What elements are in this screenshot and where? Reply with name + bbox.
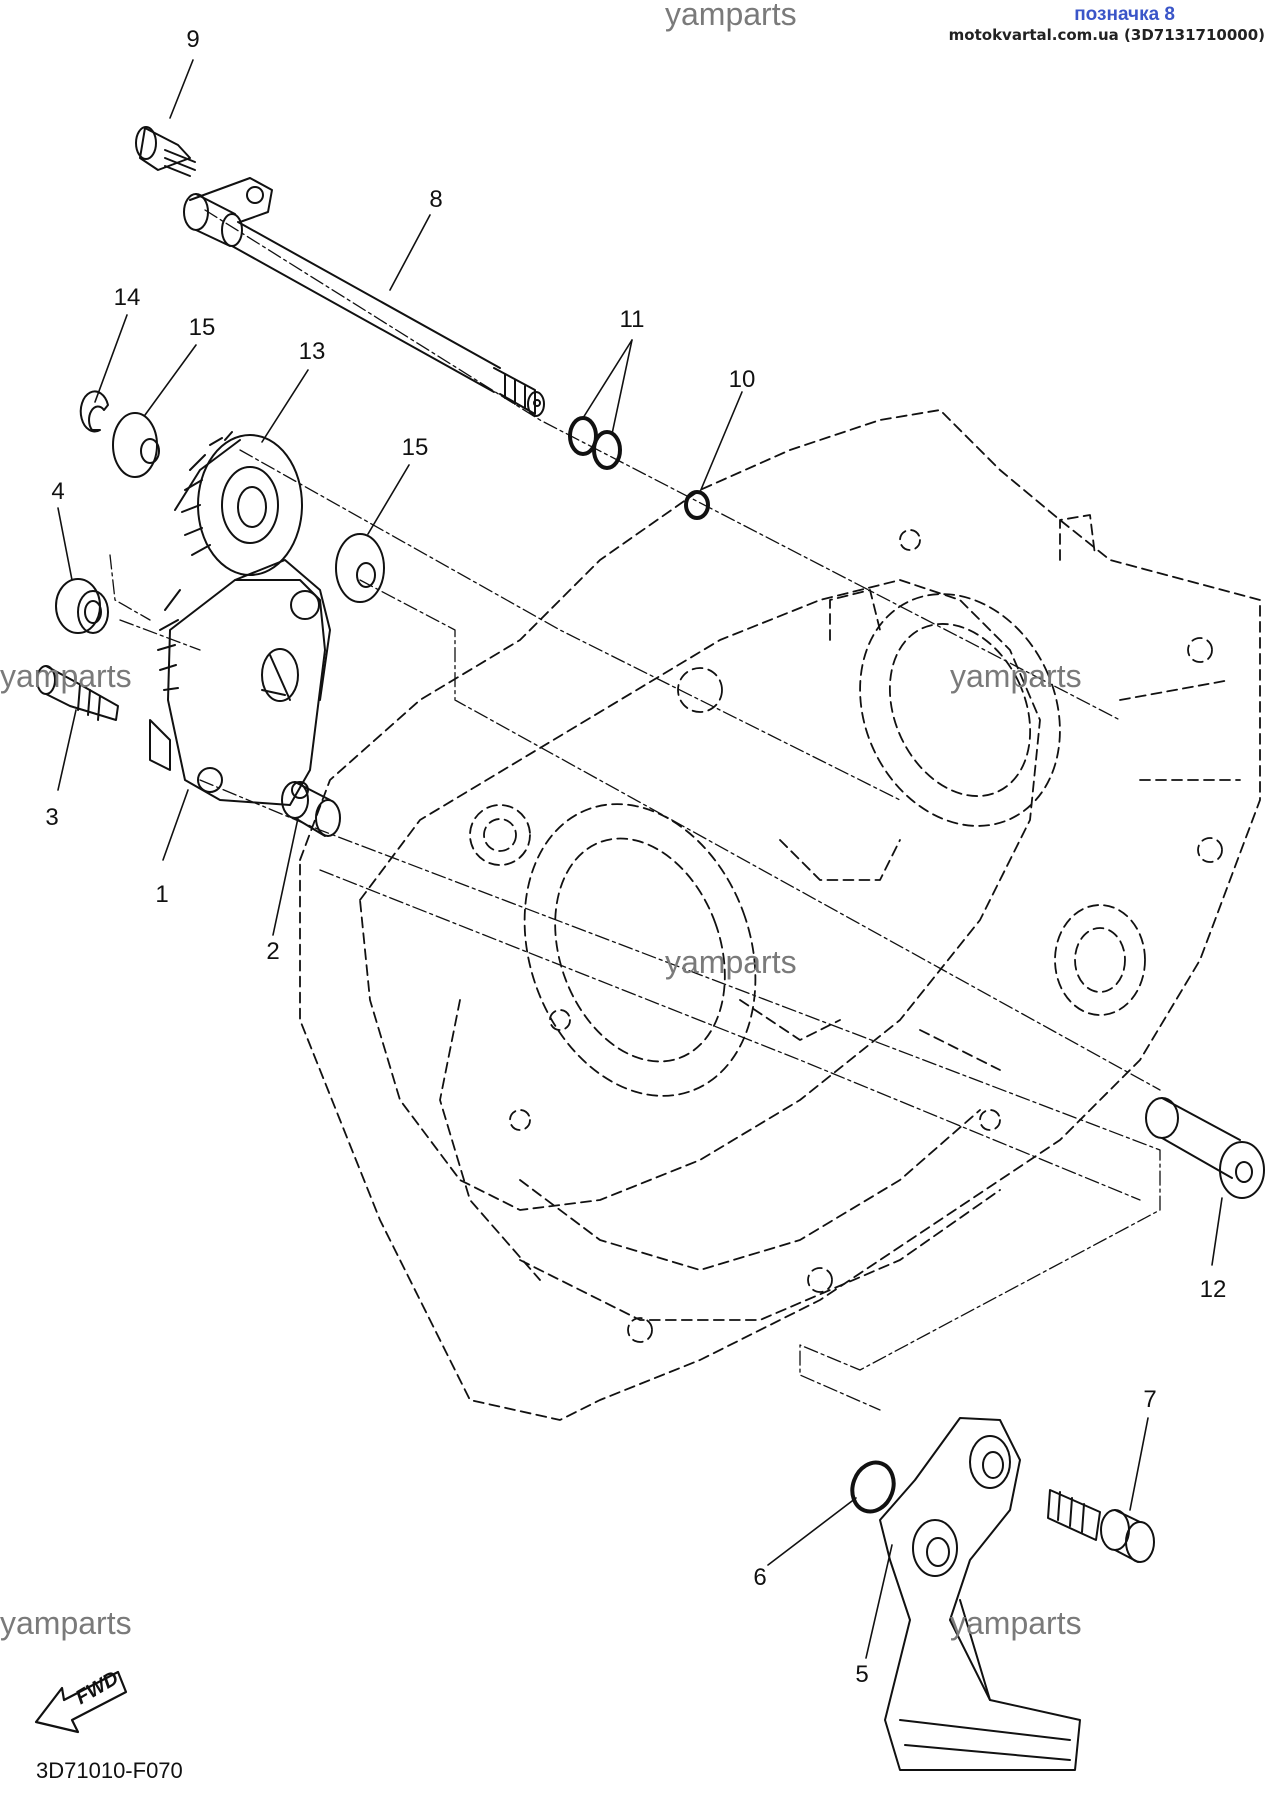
leader-lines bbox=[57, 59, 1223, 1659]
part-14-circlip bbox=[79, 390, 109, 433]
callout-11[interactable]: 11 bbox=[619, 306, 645, 333]
part-9-bolt bbox=[135, 126, 196, 177]
part-4-seal bbox=[55, 578, 109, 634]
fwd-arrow-icon bbox=[34, 1670, 128, 1734]
assembly-lines bbox=[109, 209, 1161, 1411]
part-2-dowel bbox=[281, 781, 341, 837]
callout-12[interactable]: 12 bbox=[1199, 1276, 1227, 1303]
watermark: yamparts bbox=[0, 658, 132, 694]
part-10-o-ring bbox=[684, 490, 710, 520]
diagram-code: 3D71010-F070 bbox=[36, 1758, 183, 1783]
part-8-oil-pipe bbox=[183, 177, 545, 417]
part-6-o-ring bbox=[850, 1460, 896, 1514]
part-11-o-rings bbox=[568, 416, 622, 470]
crankcase-outline bbox=[299, 409, 1261, 1421]
callout-2[interactable]: 2 bbox=[266, 938, 280, 965]
callout-7[interactable]: 7 bbox=[1143, 1386, 1157, 1413]
callout-13[interactable]: 13 bbox=[298, 338, 326, 365]
watermark: yamparts bbox=[0, 1605, 132, 1641]
part-5-oil-strainer bbox=[879, 1417, 1081, 1771]
watermark: yamparts bbox=[950, 1605, 1082, 1641]
callout-9[interactable]: 9 bbox=[186, 26, 200, 53]
watermark-top: yamparts bbox=[665, 0, 797, 32]
callout-6[interactable]: 6 bbox=[753, 1564, 767, 1591]
ref-tag: позначка 8 bbox=[1074, 4, 1175, 25]
part-7-bolt bbox=[1047, 1489, 1155, 1563]
callout-14[interactable]: 14 bbox=[113, 284, 141, 311]
part-3-screw bbox=[36, 665, 119, 721]
callout-5[interactable]: 5 bbox=[855, 1661, 869, 1688]
watermark: yamparts bbox=[950, 658, 1082, 694]
callout-10[interactable]: 10 bbox=[728, 366, 756, 393]
callout-8[interactable]: 8 bbox=[429, 186, 443, 213]
part-15b-washer bbox=[335, 533, 385, 603]
part-15a-washer bbox=[112, 412, 160, 478]
part-1-oil-pump bbox=[149, 559, 331, 806]
part-12-pin bbox=[1145, 1097, 1265, 1199]
callout-3[interactable]: 3 bbox=[45, 804, 59, 831]
callout-15[interactable]: 15 bbox=[401, 434, 429, 461]
ref-site-link[interactable]: motokvartal.com.ua (3D7131710000) bbox=[948, 26, 1265, 44]
callout-4[interactable]: 4 bbox=[51, 478, 65, 505]
part-13-driven-gear bbox=[174, 431, 303, 576]
callout-1[interactable]: 1 bbox=[155, 881, 169, 908]
watermark: yamparts bbox=[665, 944, 797, 980]
callout-15[interactable]: 15 bbox=[188, 314, 216, 341]
